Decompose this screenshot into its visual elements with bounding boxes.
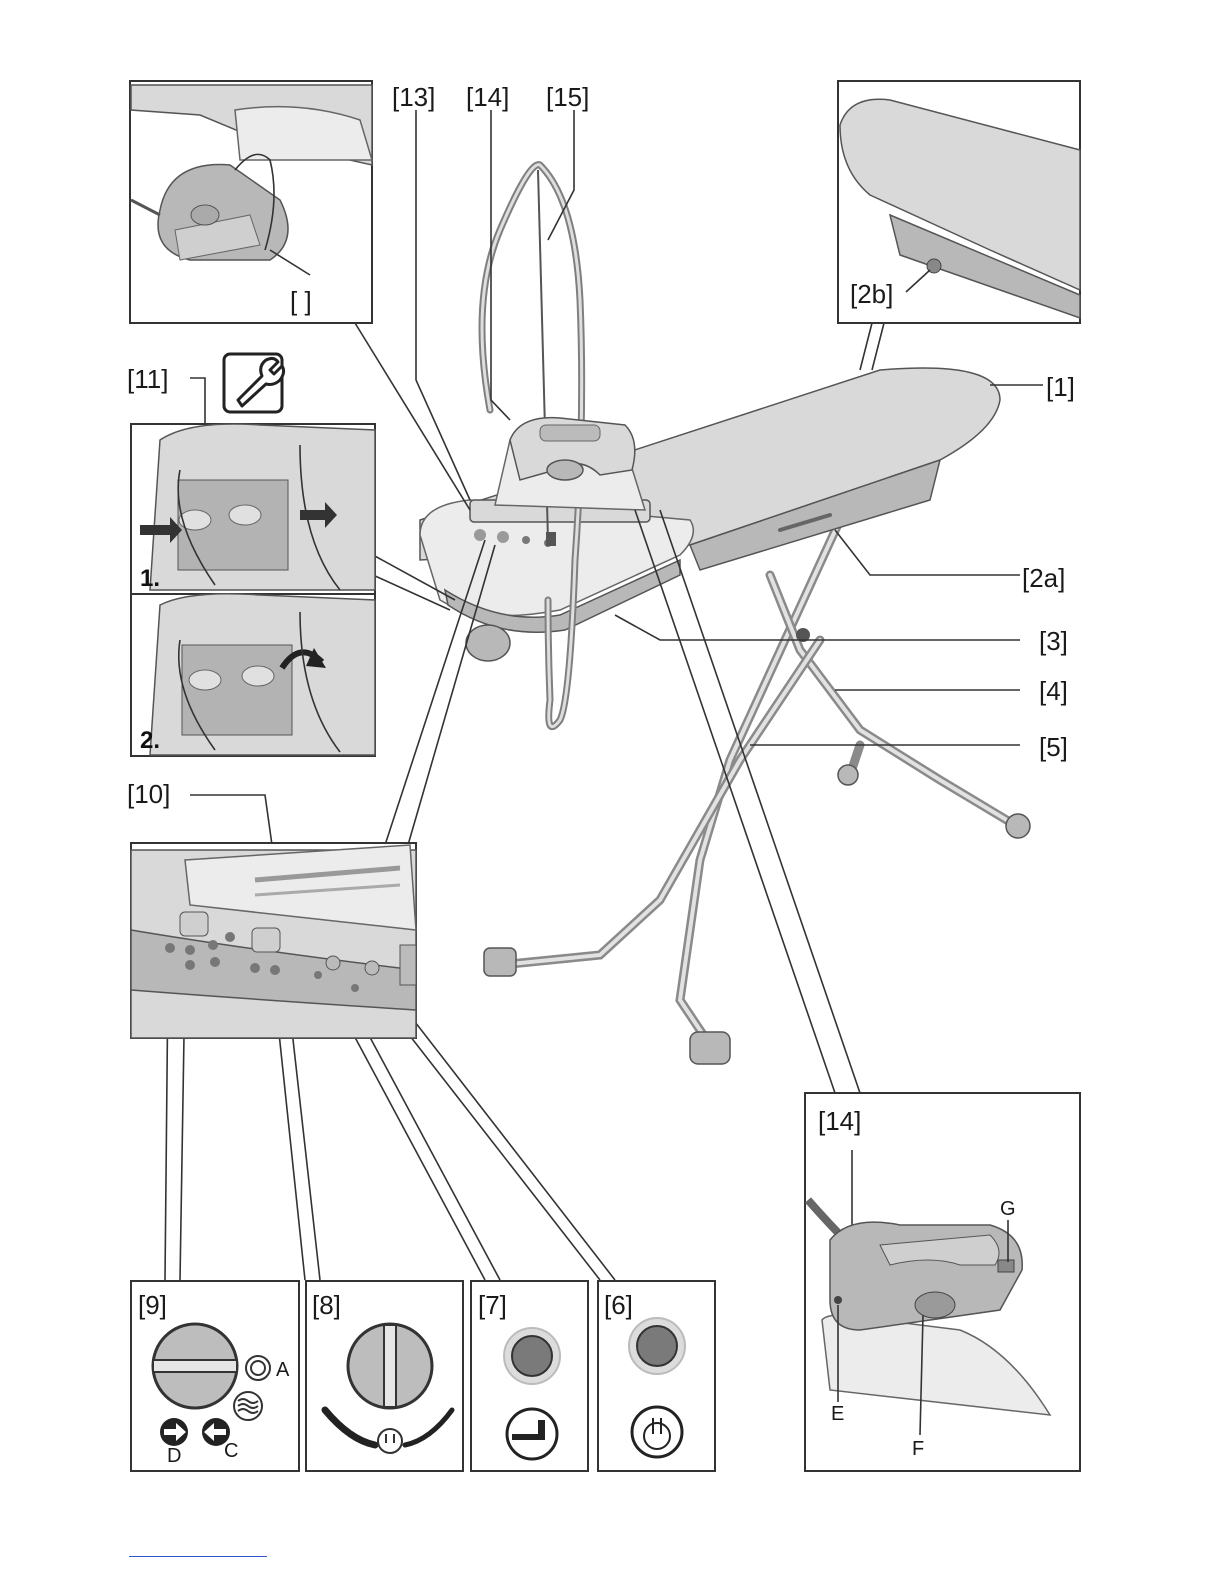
detail-knob-9: [9] A D C (131, 1281, 299, 1471)
leg-foot-front-left (484, 948, 516, 976)
panel-lamp-6 (365, 961, 379, 975)
callout-13: [13] (392, 82, 435, 112)
callout-4: [4] (1039, 676, 1068, 706)
callout-14-detail: [14] (818, 1106, 861, 1136)
inset-filter-step-2: 2. (131, 594, 375, 756)
knob9-letter-c: C (224, 1440, 238, 1462)
panel-lamp-7 (326, 956, 340, 970)
iron-switch-g (998, 1260, 1014, 1272)
callout-7: [7] (478, 1290, 507, 1320)
iron-letter-f: F (912, 1438, 924, 1460)
callout-11: [11] (127, 364, 168, 394)
callout-1: [1] (1046, 372, 1075, 402)
indicator-lamp-icon (512, 1336, 552, 1376)
callout-6: [6] (604, 1290, 633, 1320)
panel-knob-8 (252, 928, 280, 952)
knob9-letter-a: A (276, 1359, 290, 1381)
detail-lamp-7: [7] (471, 1281, 588, 1471)
callout-10: [10] (127, 779, 170, 809)
callout-5: [5] (1039, 732, 1068, 762)
detail-knob-8: [8] (306, 1281, 463, 1471)
callout-empty: [ ] (290, 286, 312, 316)
step-2-label: 2. (140, 727, 160, 754)
inset-board-tip: [2b] (838, 81, 1080, 323)
leg-foot-front-right (690, 1032, 730, 1064)
detail-lamp-6: [6] (598, 1281, 715, 1471)
inset-filter-step-1: 1. (131, 424, 375, 594)
iron-on-board (495, 418, 645, 510)
leg-foot-rear-left (838, 765, 858, 785)
callout-3: [3] (1039, 626, 1068, 656)
inset-control-panel (131, 843, 416, 1038)
callout-14: [14] (466, 82, 509, 112)
footer-rule (129, 1556, 267, 1557)
iron-lamp-e (834, 1296, 842, 1304)
callout-15: [15] (546, 82, 589, 112)
iron-letter-e: E (831, 1403, 844, 1425)
iron-steam-button-f (915, 1292, 955, 1318)
inset-iron-rest: [ ] (130, 81, 372, 323)
leg-foot-rear-right (1006, 814, 1030, 838)
callout-2a: [2a] (1022, 563, 1065, 593)
callout-2b: [2b] (850, 279, 893, 309)
wrench-icon (224, 354, 284, 412)
callout-8: [8] (312, 1290, 341, 1320)
callout-9: [9] (138, 1290, 167, 1320)
iron-letter-g: G (1000, 1198, 1016, 1220)
detail-iron-14: [14] G E F (805, 1093, 1080, 1471)
panel-knob-9 (180, 912, 208, 936)
arrow-right-circle-icon (160, 1418, 188, 1446)
step-1-label: 1. (140, 565, 160, 592)
knob9-letter-d: D (167, 1445, 181, 1467)
water-tank-cap (466, 625, 510, 661)
